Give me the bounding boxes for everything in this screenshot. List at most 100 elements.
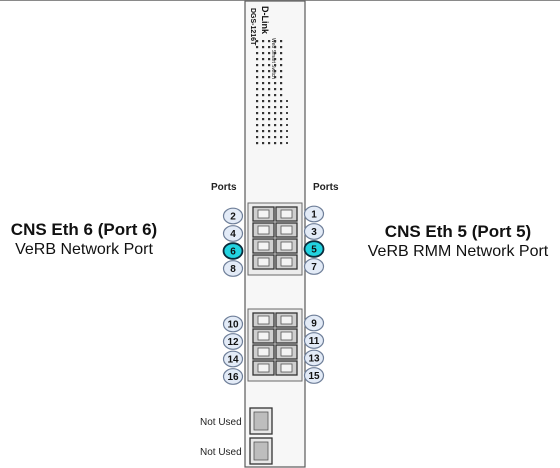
rj45-jack-opening <box>257 331 270 341</box>
status-led <box>268 130 271 133</box>
port-number-13: 13 <box>308 354 320 365</box>
status-led <box>262 46 265 49</box>
port-bubble-5 <box>303 240 325 258</box>
status-led <box>274 136 277 139</box>
rj45-jack-opening <box>280 331 293 341</box>
status-led <box>280 76 283 79</box>
status-led <box>268 100 271 103</box>
left-callout-subtitle: VeRB Network Port <box>15 241 153 258</box>
status-led <box>286 130 288 132</box>
ports-header-right: Ports <box>313 182 339 193</box>
status-led <box>280 130 283 133</box>
rj45-jack-opening <box>280 315 293 325</box>
status-led <box>274 100 277 103</box>
status-led <box>268 40 271 43</box>
not-used-label-2: Not Used <box>200 447 242 458</box>
status-led <box>286 112 288 114</box>
status-led <box>286 106 288 108</box>
port-bubble-6 <box>222 242 244 260</box>
status-led <box>286 118 288 120</box>
status-led <box>274 76 277 79</box>
sfp-slot-opening <box>253 411 269 431</box>
status-led <box>262 70 265 73</box>
status-led <box>286 100 288 102</box>
status-led <box>256 70 259 73</box>
status-led <box>268 64 271 67</box>
status-led <box>274 142 277 145</box>
status-led <box>256 100 259 103</box>
status-led <box>256 118 259 121</box>
left-port-callout: CNS Eth 6 (Port 6) VeRB Network Port <box>4 220 164 259</box>
status-led <box>280 46 283 49</box>
port-bubble-16 <box>222 368 244 385</box>
status-led <box>256 76 259 79</box>
status-led <box>274 58 277 61</box>
status-led <box>256 46 259 49</box>
status-led <box>256 124 259 127</box>
port-number-6: 6 <box>230 247 236 258</box>
port-bubble-3 <box>303 223 325 240</box>
status-led <box>262 94 265 97</box>
status-led <box>274 40 277 43</box>
status-led <box>256 40 259 43</box>
sfp-slot-opening <box>253 441 269 461</box>
port-bubble-9 <box>303 314 325 332</box>
status-led <box>286 142 288 144</box>
rj45-jack-opening <box>257 225 270 235</box>
port-number-7: 7 <box>311 262 317 273</box>
status-led <box>268 106 271 109</box>
status-led <box>262 64 265 67</box>
port-number-15: 15 <box>308 371 320 382</box>
status-led <box>274 118 277 121</box>
status-led <box>256 94 259 97</box>
status-led <box>256 58 259 61</box>
status-led <box>262 112 265 115</box>
port-bubble-7 <box>303 258 325 275</box>
rj45-jack-opening <box>257 315 270 325</box>
port-number-11: 11 <box>309 336 320 347</box>
status-led <box>262 58 265 61</box>
status-led <box>262 136 265 139</box>
port-bubble-2 <box>222 207 244 225</box>
rj45-jack-opening <box>280 363 293 373</box>
status-led <box>256 136 259 139</box>
status-led <box>256 142 259 145</box>
port-number-12: 12 <box>227 337 239 348</box>
ports-header-left: Ports <box>211 182 237 193</box>
status-led <box>268 52 271 55</box>
status-led <box>262 52 265 55</box>
rj45-jack-opening <box>257 347 270 357</box>
port-bubble-4 <box>222 225 244 242</box>
port-number-4: 4 <box>230 229 236 240</box>
port-number-14: 14 <box>227 355 239 366</box>
status-led <box>280 118 283 121</box>
brand-logo: D-Link <box>260 6 270 35</box>
status-led <box>274 94 277 97</box>
rj45-jack-opening <box>257 209 270 219</box>
right-callout-title: CNS Eth 5 (Port 5) <box>384 222 532 241</box>
status-led <box>280 52 283 55</box>
port-number-10: 10 <box>227 320 239 331</box>
status-led <box>280 112 283 115</box>
status-led <box>280 94 283 97</box>
status-led <box>256 112 259 115</box>
status-led <box>262 142 265 145</box>
status-led <box>280 142 283 145</box>
status-led <box>274 88 277 91</box>
status-led <box>262 106 265 109</box>
port-bubble-12 <box>222 333 244 350</box>
model-label: DGS-1216T <box>249 8 256 46</box>
port-number-8: 8 <box>230 264 236 275</box>
rj45-jack-opening <box>280 241 293 251</box>
status-led <box>268 70 271 73</box>
status-led <box>274 64 277 67</box>
led-indicator-area <box>256 40 288 145</box>
rj45-jack-opening <box>257 363 270 373</box>
status-led <box>280 82 283 85</box>
port-number-1: 1 <box>311 210 317 221</box>
status-led <box>274 112 277 115</box>
status-led <box>274 124 277 127</box>
status-led <box>280 58 283 61</box>
